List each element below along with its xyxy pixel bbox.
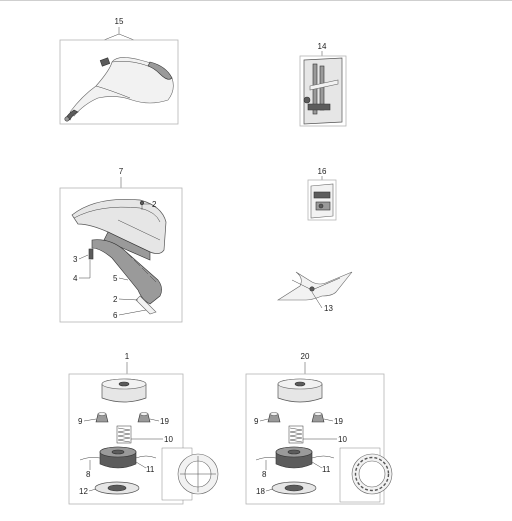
callout-20-18: 18 [256, 487, 265, 496]
part-16-group[interactable]: 16 [307, 167, 337, 221]
callout-16: 16 [318, 167, 327, 176]
callout-20-10: 10 [338, 435, 347, 444]
callout-7-2a: 2 [152, 200, 157, 209]
part-1-group[interactable]: 1 [68, 352, 219, 505]
callout-20-9: 9 [254, 417, 259, 426]
callout-20-8: 8 [262, 470, 267, 479]
callout-7-4: 4 [73, 274, 78, 283]
harness-illustration [64, 57, 174, 122]
callout-20: 20 [301, 352, 310, 361]
callout-1: 1 [125, 352, 130, 361]
blade-illustration [276, 271, 353, 301]
callout-14: 14 [318, 42, 327, 51]
toolkit-illustration [310, 183, 334, 219]
callout-7: 7 [119, 167, 124, 176]
manual-illustration [303, 57, 343, 125]
callout-15: 15 [115, 17, 124, 26]
callout-7-2b: 2 [113, 295, 118, 304]
part-1-frame [68, 373, 184, 505]
callout-20-19: 19 [334, 417, 343, 426]
callout-1-11: 11 [146, 465, 155, 474]
callout-20-11: 11 [322, 465, 331, 474]
part-16-frame [307, 179, 337, 221]
callout-1-10: 10 [164, 435, 173, 444]
part-20-frame [245, 373, 385, 505]
part-7-group[interactable]: 7 2 3 4 5 2 6 [59, 167, 183, 323]
part-13-group[interactable]: 13 [276, 271, 353, 313]
head-20-illustration [255, 378, 393, 503]
part-14-frame [299, 55, 347, 127]
callout-1-19: 19 [160, 417, 169, 426]
callout-1-9: 9 [78, 417, 83, 426]
top-divider [0, 0, 512, 1]
callout-7-3: 3 [73, 255, 78, 264]
callout-1-8: 8 [86, 470, 91, 479]
part-15-group[interactable]: 15 [59, 17, 179, 125]
callout-7-5: 5 [113, 274, 118, 283]
head-1-illustration [79, 378, 219, 501]
guard-illustration [71, 199, 167, 315]
callout-13: 13 [324, 304, 333, 313]
part-20-group[interactable]: 20 9 19 [245, 352, 393, 505]
callout-1-12: 12 [79, 487, 88, 496]
part-7-frame [59, 187, 183, 323]
callout-7-6: 6 [113, 311, 118, 320]
part-14-group[interactable]: 14 [299, 42, 347, 127]
part-15-frame [59, 39, 179, 125]
